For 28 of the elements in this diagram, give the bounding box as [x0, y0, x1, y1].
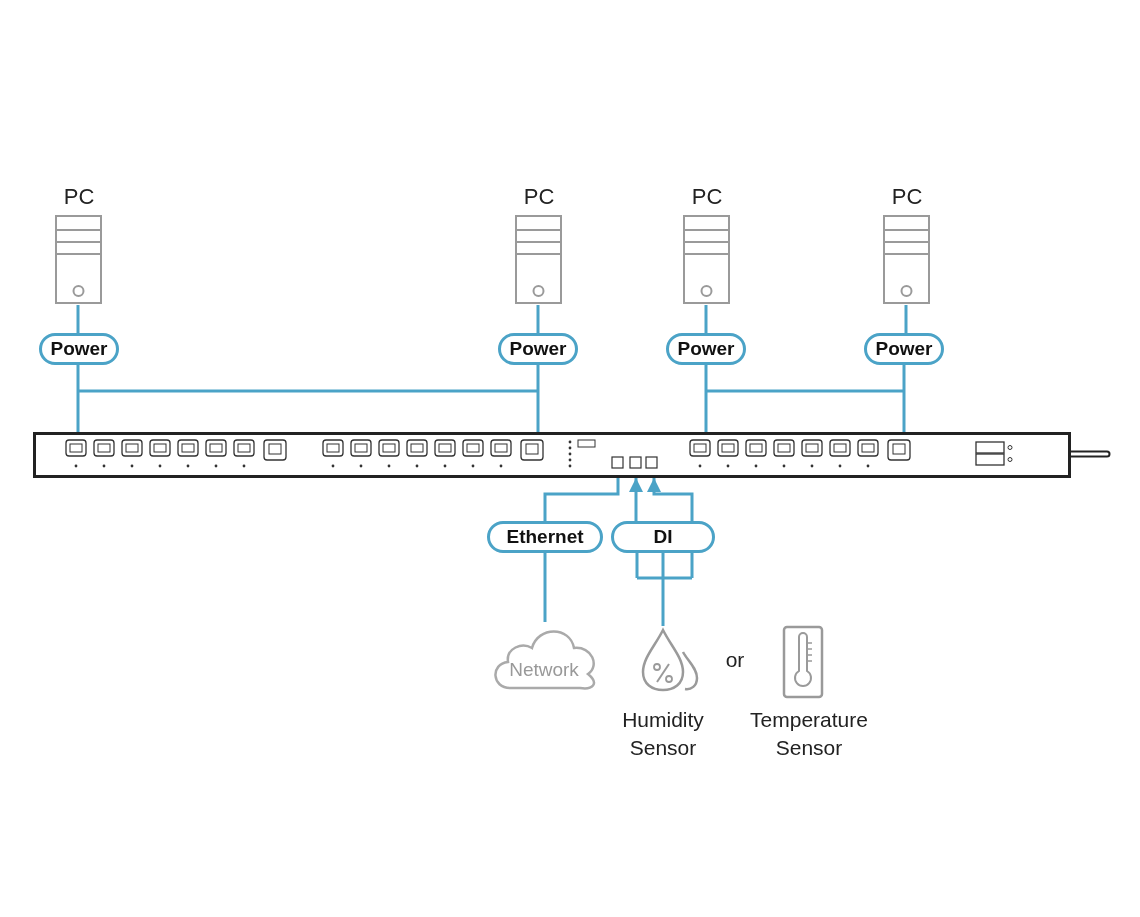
- connection-pill: Power: [39, 333, 119, 365]
- connector-line: [536, 365, 540, 432]
- connection-pill: Power: [864, 333, 944, 365]
- conjunction-text: or: [724, 648, 746, 672]
- connector-line: [543, 553, 547, 622]
- connector-line: [76, 363, 540, 434]
- pc-label: PC: [890, 183, 924, 211]
- connector-line: [904, 305, 908, 333]
- connector-line: [902, 365, 906, 432]
- pc-label: PC: [522, 183, 556, 211]
- connection-pill: DI: [611, 521, 715, 553]
- pc-label: PC: [62, 183, 96, 211]
- arrow: [629, 478, 643, 521]
- power-distribution-unit-drawing: [33, 432, 1113, 478]
- cloud-label: Network: [508, 658, 580, 682]
- connection-pill: Power: [498, 333, 578, 365]
- connector-line: [635, 551, 694, 628]
- connection-pill: Ethernet: [487, 521, 603, 553]
- sensor-label: Temperature Sensor: [749, 707, 869, 761]
- pc-label: PC: [690, 183, 724, 211]
- arrow: [647, 478, 694, 521]
- connection-pill: Power: [666, 333, 746, 365]
- connector-line: [704, 363, 906, 434]
- sensor-label: Humidity Sensor: [621, 707, 705, 761]
- connector-line: [76, 305, 80, 333]
- connector-line: [704, 305, 708, 333]
- connector-line: [536, 305, 540, 333]
- connector-line: [543, 478, 620, 521]
